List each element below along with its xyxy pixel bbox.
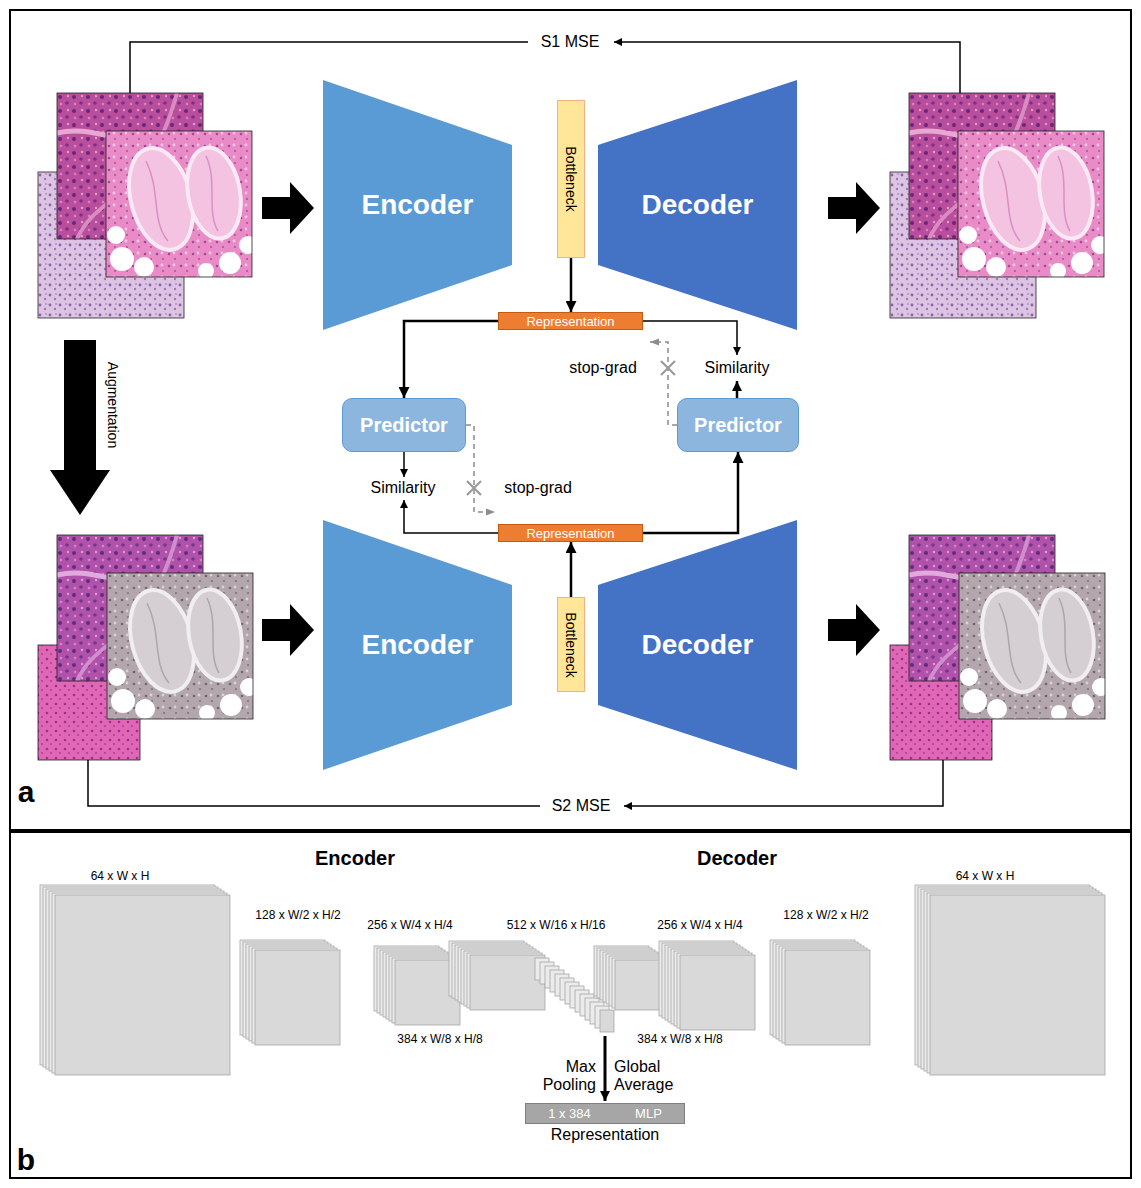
block-title: Decoder <box>641 189 753 221</box>
predictor-box: Predictor <box>677 398 799 452</box>
bottleneck-box: Bottleneck <box>557 100 585 258</box>
stop-grad-cross <box>661 361 675 375</box>
block-title: Encoder <box>361 189 473 221</box>
panel-letter: b <box>17 1143 35 1178</box>
loss-label: S1 MSE <box>537 33 604 51</box>
dimension-label: 384 x W/8 x H/8 <box>397 1033 482 1047</box>
block-arrows <box>828 182 880 234</box>
feature-map-stacks <box>40 885 1105 1075</box>
connector-arrow <box>570 258 573 312</box>
connector-arrow <box>404 321 498 398</box>
dimension-label: 128 x W/2 x H/2 <box>783 909 868 923</box>
pooling-label: Max Pooling <box>532 1058 596 1095</box>
stop-grad-arrows <box>466 425 495 512</box>
encoder-trapezoid: Encoder <box>323 520 512 770</box>
section-heading: Decoder <box>697 847 777 870</box>
connector-arrow <box>643 452 738 533</box>
panel-border <box>10 832 1131 1178</box>
trapezoid-fill <box>598 520 797 770</box>
block-arrows <box>262 604 314 656</box>
augmented-output-stack <box>959 573 1110 721</box>
trapezoid-fill <box>598 80 797 330</box>
block-arrows <box>262 182 314 234</box>
block-title: Encoder <box>361 629 473 661</box>
dimension-label: 128 x W/2 x H/2 <box>255 909 340 923</box>
representation-label: Representation <box>526 315 614 328</box>
similarity-arrows <box>403 452 405 477</box>
predictor-label: Predictor <box>360 414 448 437</box>
feature-map <box>785 950 870 1045</box>
section-heading: Encoder <box>315 847 395 870</box>
representation-label: Representation <box>526 527 614 540</box>
bottleneck-label: Bottleneck <box>563 146 579 211</box>
similarity-label: Similarity <box>371 479 436 497</box>
bottleneck-label: Bottleneck <box>563 612 579 677</box>
heading-label: Representation <box>551 1126 660 1144</box>
stop-grad-cross <box>467 361 675 495</box>
pooling-arrow <box>604 1036 607 1101</box>
block-arrows <box>828 604 880 656</box>
bottleneck-box: Bottleneck <box>557 597 585 692</box>
block-arrows <box>50 340 110 515</box>
feature-map <box>600 1010 614 1032</box>
representation-box: Representation <box>498 524 643 542</box>
histology-output-stack <box>890 93 1109 318</box>
trapezoid-fill <box>323 520 512 770</box>
mse-lines <box>624 760 943 806</box>
mse-lines <box>88 42 960 806</box>
histology-input-stack <box>106 131 257 279</box>
panel-letter: a <box>18 775 35 810</box>
histology-output-stack <box>958 131 1109 279</box>
stop-grad-cross <box>661 361 675 375</box>
stop-grad-label: stop-grad <box>504 479 572 497</box>
augmented-input-stack <box>107 573 258 721</box>
mse-lines <box>88 760 540 806</box>
dimension-label: 512 x W/16 x H/16 <box>507 919 606 933</box>
stop-grad-cross <box>467 481 481 495</box>
augmented-output-stack <box>890 535 1110 760</box>
block-title: Decoder <box>641 629 753 661</box>
stop-grad-label: stop-grad <box>569 359 637 377</box>
feature-map <box>680 955 755 1030</box>
histology-input-stack <box>38 93 257 318</box>
feature-map <box>470 955 545 1010</box>
vector-label: 1 x 384 <box>548 1107 591 1120</box>
stop-grad-cross <box>467 481 481 495</box>
stop-grad-arrows <box>650 342 677 425</box>
connector-arrow <box>570 542 573 597</box>
dimension-label: 64 x W x H <box>956 870 1015 884</box>
mlp-representation-box: 1 x 384MLPRepresentation <box>525 1103 685 1124</box>
similarity-arrows <box>643 321 737 355</box>
feature-map <box>255 950 340 1045</box>
augmentation-label: Augmentation <box>105 362 121 448</box>
representation-box: Representation <box>498 312 643 330</box>
panel-border <box>10 10 1131 830</box>
similarity-arrows <box>736 381 739 398</box>
encoder-trapezoid: Encoder <box>323 80 512 330</box>
decoder-trapezoid: Decoder <box>598 80 797 330</box>
augmented-input-stack <box>38 535 258 760</box>
dimension-label: 256 x W/4 x H/4 <box>657 919 742 933</box>
dimension-label: 64 x W x H <box>91 870 150 884</box>
dimension-label: 384 x W/8 x H/8 <box>637 1033 722 1047</box>
loss-label: S2 MSE <box>548 797 615 815</box>
similarity-label: Similarity <box>705 359 770 377</box>
feature-map <box>930 895 1105 1075</box>
decoder-trapezoid: Decoder <box>598 520 797 770</box>
stop-grad-arrows <box>466 342 677 512</box>
similarity-arrows <box>404 500 498 533</box>
vector-label: MLP <box>635 1107 662 1120</box>
pooling-label: Global Average <box>614 1058 686 1095</box>
dimension-label: 256 x W/4 x H/4 <box>367 919 452 933</box>
trapezoid-fill <box>323 80 512 330</box>
predictor-box: Predictor <box>342 398 466 452</box>
predictor-label: Predictor <box>694 414 782 437</box>
feature-map <box>55 895 230 1075</box>
